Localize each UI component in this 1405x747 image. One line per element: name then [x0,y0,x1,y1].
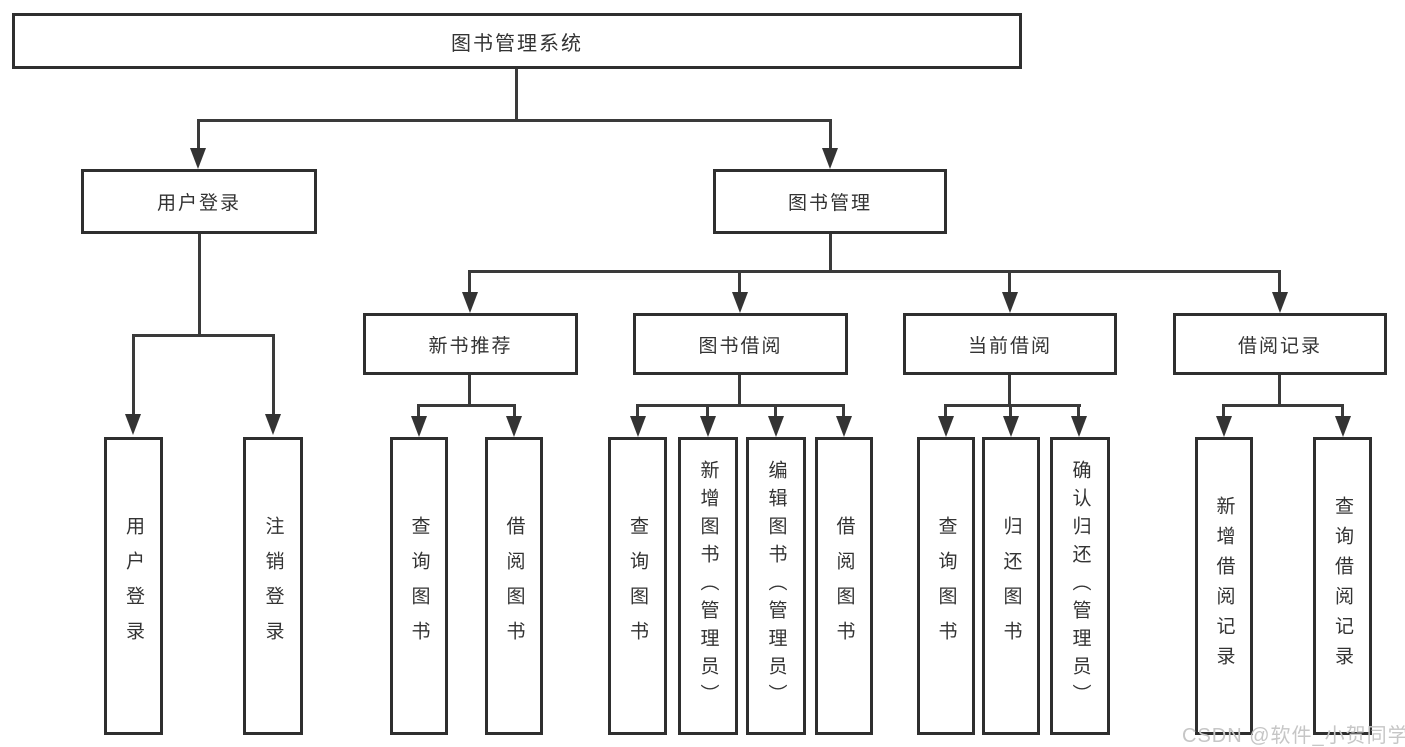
connector-line [417,404,420,417]
leaf-logout: 注销登录 [243,437,303,735]
connector-line [1222,404,1225,417]
leaf-recommend-borrow-books: 借阅图书 [485,437,543,735]
arrow-down-icon [125,414,141,435]
leaf-user-login: 用户登录 [104,437,163,735]
connector-line [829,119,832,151]
connector-line [1008,375,1011,407]
connector-line [738,375,741,407]
connector-line [197,119,200,151]
connector-line [198,234,201,336]
connector-line [636,404,639,417]
arrow-down-icon [411,416,427,437]
arrow-down-icon [938,416,954,437]
connector-line [774,404,777,417]
connector-line [944,404,1081,407]
arrow-down-icon [1335,416,1351,437]
arrow-down-icon [1216,416,1232,437]
connector-line [829,234,832,272]
arrow-down-icon [836,416,852,437]
connector-line [272,334,275,417]
leaf-borrowing-edit-books-admin: 编辑图书（管理员） [746,437,806,735]
connector-line [944,404,947,417]
connector-line [738,270,741,294]
leaf-borrowing-borrow-books: 借阅图书 [815,437,873,735]
arrow-down-icon [700,416,716,437]
connector-line [469,270,1281,273]
connector-line [515,69,518,121]
node-library-management-system: 图书管理系统 [12,13,1022,69]
arrow-down-icon [732,292,748,313]
arrow-down-icon [768,416,784,437]
node-new-book-recommend: 新书推荐 [363,313,578,375]
arrow-down-icon [462,292,478,313]
arrow-down-icon [506,416,522,437]
connector-line [132,334,275,337]
leaf-records-add-borrow-record: 新增借阅记录 [1195,437,1253,735]
connector-line [1009,404,1012,417]
arrow-down-icon [265,414,281,435]
connector-line [1341,404,1344,417]
connector-line [513,404,516,417]
leaf-records-query-borrow-record: 查询借阅记录 [1313,437,1372,735]
connector-line [417,404,516,407]
node-book-borrowing: 图书借阅 [633,313,848,375]
arrow-down-icon [1071,416,1087,437]
node-current-borrowing: 当前借阅 [903,313,1117,375]
connector-line [1278,270,1281,294]
node-user-login: 用户登录 [81,169,317,234]
arrow-down-icon [1002,292,1018,313]
connector-line [468,375,471,407]
arrow-down-icon [822,148,838,169]
node-book-management: 图书管理 [713,169,947,234]
leaf-current-return-books: 归还图书 [982,437,1040,735]
connector-line [842,404,845,417]
arrow-down-icon [630,416,646,437]
csdn-watermark: CSDN @软件_小贺同学 [1182,725,1405,747]
arrow-down-icon [1272,292,1288,313]
connector-line [197,119,832,122]
connector-line [468,270,471,294]
connector-line [1008,270,1011,294]
leaf-current-query-books: 查询图书 [917,437,975,735]
node-borrow-records: 借阅记录 [1173,313,1387,375]
arrow-down-icon [1003,416,1019,437]
connector-line [1077,404,1080,417]
leaf-borrowing-add-books-admin: 新增图书（管理员） [678,437,738,735]
connector-line [1222,404,1344,407]
leaf-borrowing-query-books: 查询图书 [608,437,667,735]
leaf-recommend-query-books: 查询图书 [390,437,448,735]
arrow-down-icon [190,148,206,169]
connector-line [636,404,845,407]
leaf-current-confirm-return-admin: 确认归还（管理员） [1050,437,1110,735]
connector-line [706,404,709,417]
connector-line [1278,375,1281,407]
connector-line [132,334,135,417]
